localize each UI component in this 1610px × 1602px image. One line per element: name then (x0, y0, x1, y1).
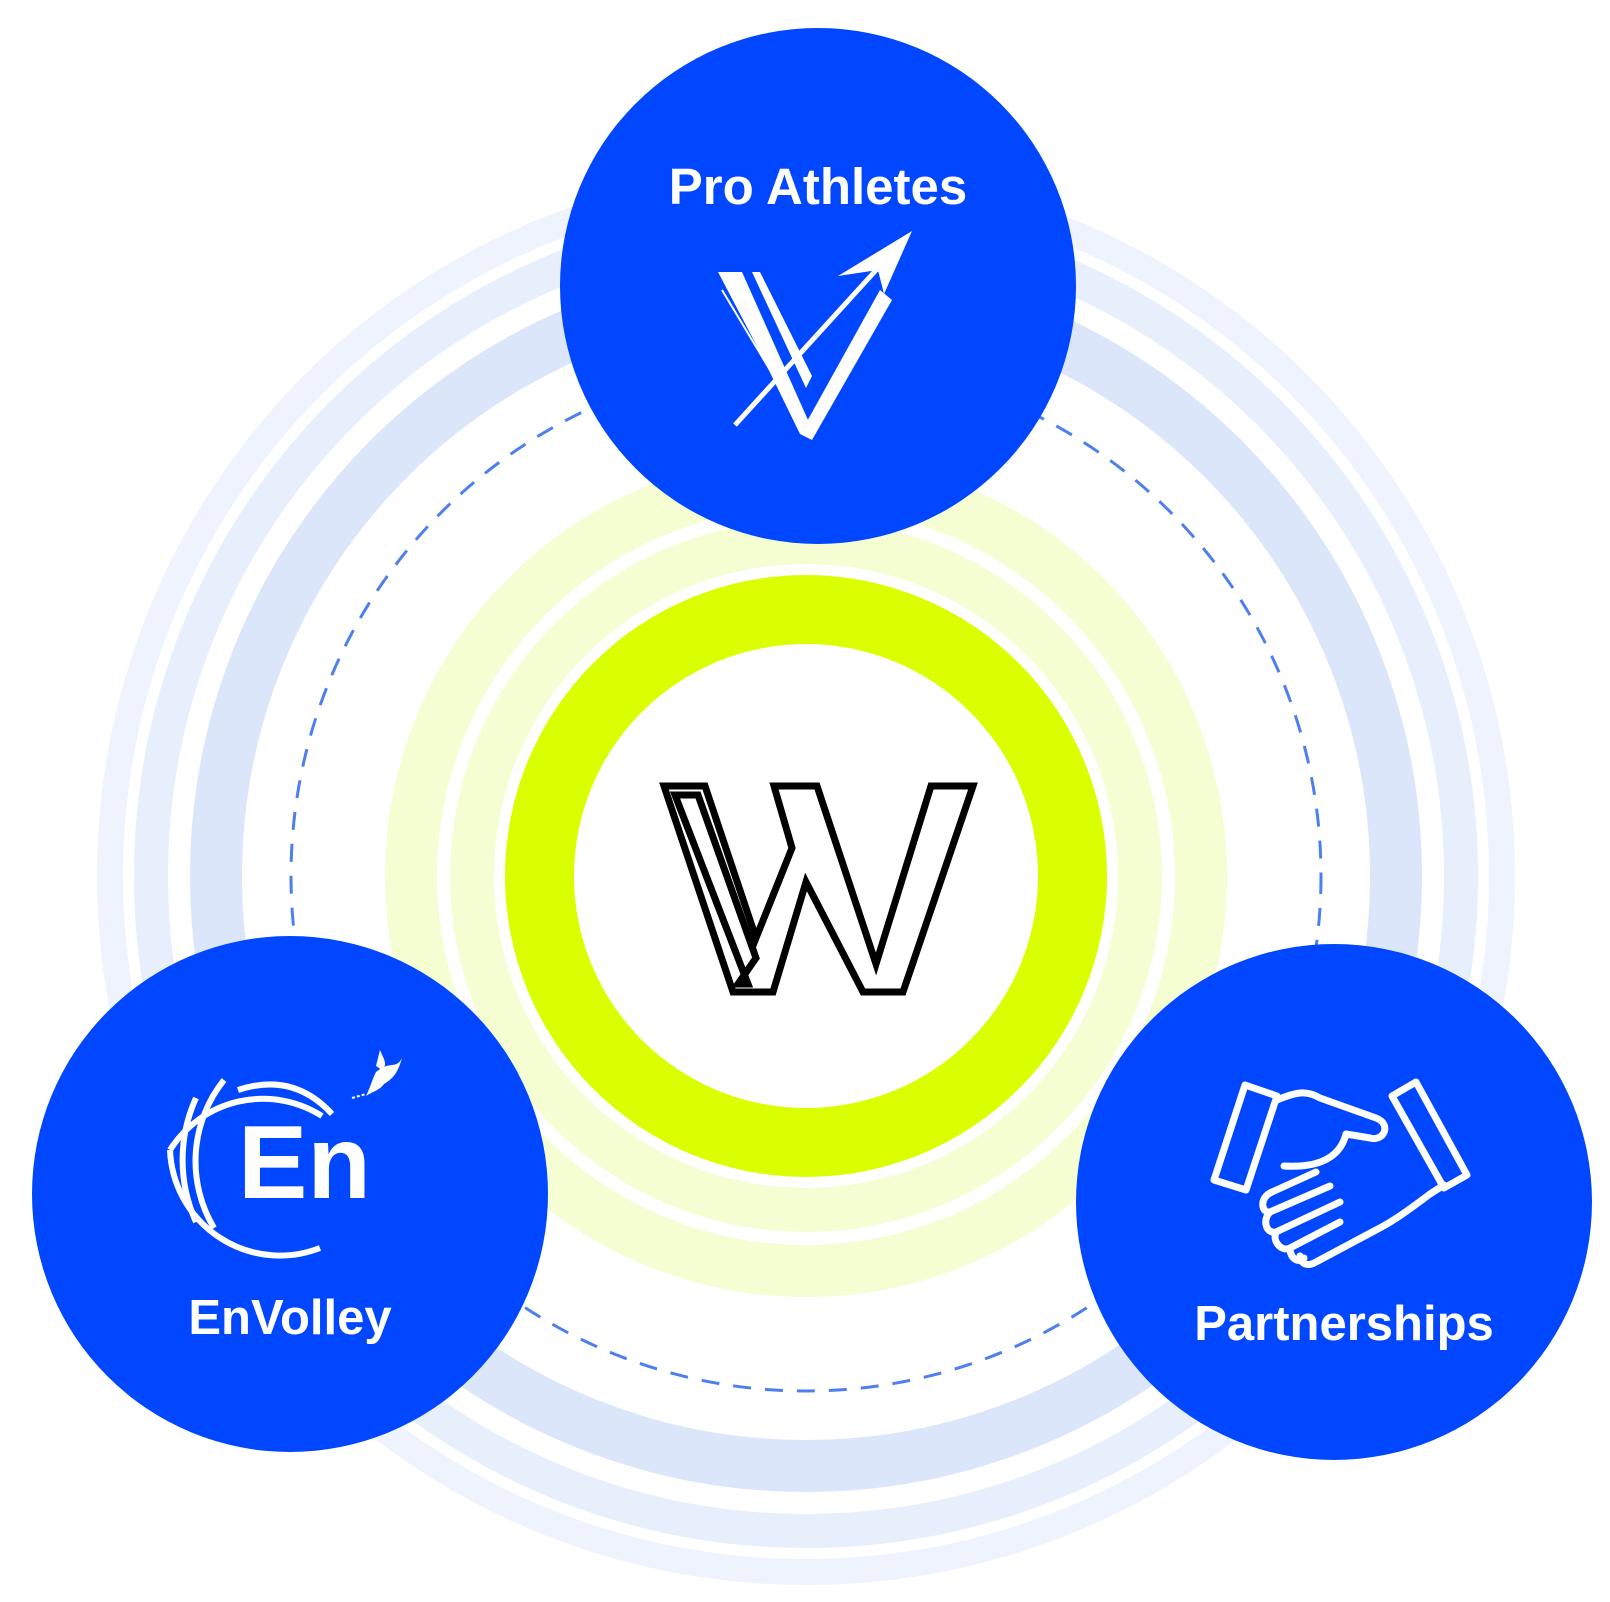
envolley-globe-logo-icon: En (167, 1050, 402, 1259)
v-arrow-logo-icon (718, 231, 912, 440)
node-pro-athletes-circle (560, 28, 1076, 544)
node-envolley-label: EnVolley (188, 1291, 391, 1345)
node-pro-athletes[interactable]: Pro Athletes (560, 28, 1076, 544)
handshake-icon (1210, 1078, 1471, 1268)
node-envolley-circle (32, 936, 548, 1452)
node-partnerships[interactable]: Partnerships (1076, 944, 1592, 1460)
w-monogram-logo-icon (659, 782, 978, 996)
node-envolley[interactable]: En EnVolley (32, 936, 548, 1452)
dashed-orbit (289, 359, 1323, 1393)
node-partnerships-label: Partnerships (1194, 1297, 1494, 1351)
node-pro-athletes-label: Pro Athletes (669, 158, 968, 215)
dove-icon (351, 1050, 402, 1099)
envolley-logo-text: En (238, 1105, 371, 1221)
